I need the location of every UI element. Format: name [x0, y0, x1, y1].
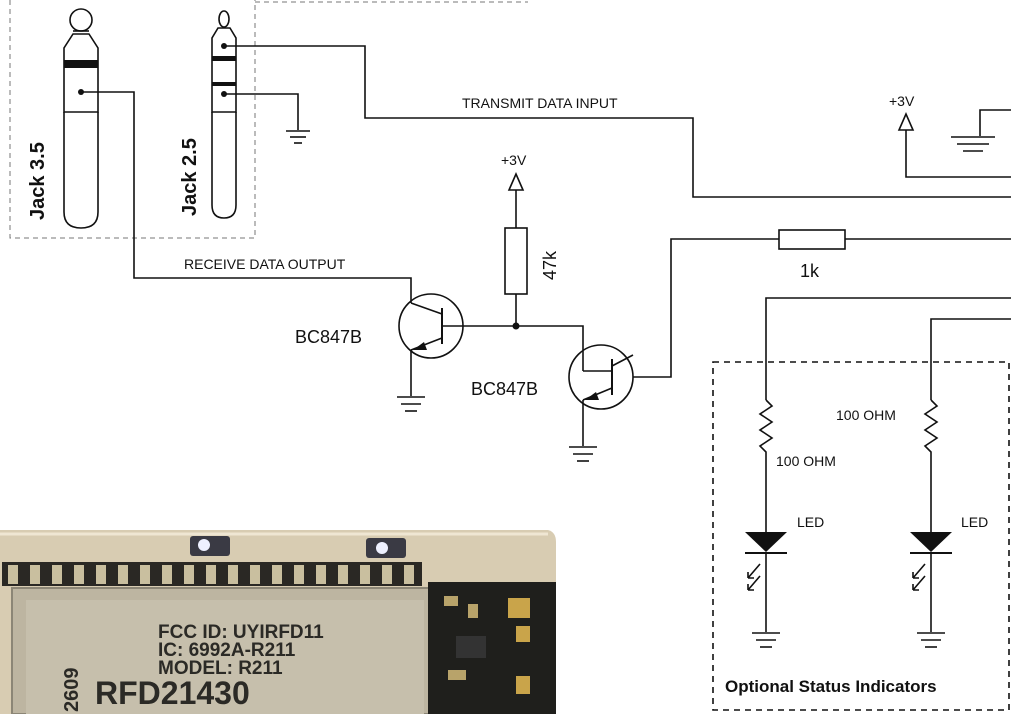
led-b [910, 532, 952, 632]
jack-2-5-label: Jack 2.5 [179, 138, 201, 216]
transistor-q1 [398, 293, 464, 359]
vcc-symbol-center [507, 172, 525, 228]
module-side-code: 2609 [61, 668, 83, 713]
jack-3-5-connector [63, 8, 99, 229]
resistor-47k [504, 227, 528, 295]
resistor-47k-label: 47k [540, 250, 560, 280]
led-a-wire [765, 297, 1011, 400]
module-fcc-id: FCC ID: UYIRFD11 [158, 622, 324, 643]
resistor-100-ohm-a-label: 100 OHM [776, 453, 836, 469]
ground-symbol-right [951, 109, 1011, 152]
receive-data-label: RECEIVE DATA OUTPUT [184, 256, 346, 272]
jack-3-5-label: Jack 3.5 [27, 142, 49, 220]
resistor-100-ohm-a [758, 399, 774, 532]
module-ic-number: IC: 6992A-R211 [158, 640, 296, 661]
ground-symbol-led-a [752, 632, 780, 648]
transmit-data-wire [224, 45, 1011, 198]
resistor-100-ohm-b-label: 100 OHM [836, 407, 896, 423]
ground-symbol-q2 [569, 446, 597, 462]
status-indicators-label: Optional Status Indicators [725, 677, 937, 696]
vcc-label-center: +3V [501, 152, 527, 168]
resistor-100-ohm-b [923, 399, 939, 532]
jack-2-5-connector [211, 10, 237, 219]
led-b-label: LED [961, 514, 988, 530]
ground-symbol-q1 [397, 396, 425, 412]
transistor-q1-label: BC847B [295, 327, 362, 347]
resistor-1k [778, 229, 846, 250]
transistor-q2 [568, 344, 634, 410]
led-b-wire [930, 318, 1011, 400]
ground-symbol-jack [286, 130, 310, 144]
receive-data-wire [81, 91, 412, 303]
led-a-label: LED [797, 514, 824, 530]
module-part-number: RFD21430 [95, 675, 250, 711]
transmit-data-label: TRANSMIT DATA INPUT [462, 95, 618, 111]
module-model: MODEL: R211 [158, 658, 283, 679]
rf-module-photo [0, 530, 556, 714]
jack-area-boundary [9, 0, 528, 239]
ground-symbol-led-b [917, 632, 945, 648]
vcc-symbol-right [897, 112, 1011, 178]
vcc-label-right: +3V [889, 93, 915, 109]
q2-collector-wire [633, 238, 779, 378]
resistor-1k-label: 1k [800, 261, 820, 281]
led-a [745, 532, 787, 632]
status-indicators-box [712, 361, 1010, 711]
jack-ground-wire [224, 93, 299, 130]
transistor-q2-label: BC847B [471, 379, 538, 399]
base-bias-wire [464, 325, 584, 371]
